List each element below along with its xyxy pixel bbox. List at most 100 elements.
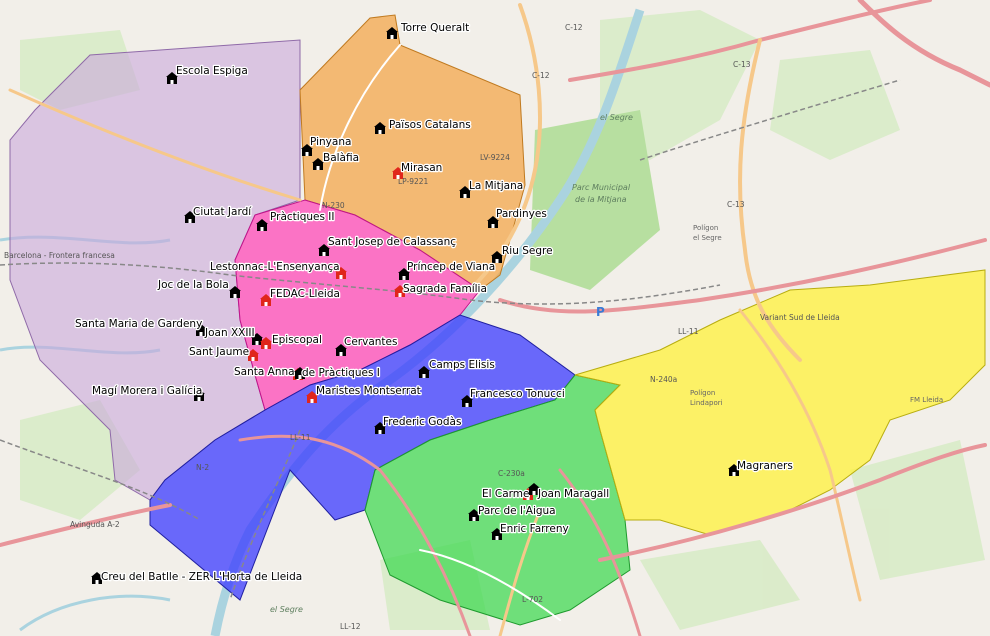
- school-icon[interactable]: [386, 27, 398, 39]
- school-icon[interactable]: [91, 572, 103, 584]
- road-label-n230: N-230: [322, 201, 345, 210]
- school-label-pardinyes[interactable]: Pardinyes: [495, 207, 548, 222]
- road-label-l702: L-702: [522, 595, 543, 604]
- school-icon[interactable]: [528, 483, 540, 495]
- school-label-sagrada-familia[interactable]: Sagrada Família: [402, 282, 488, 297]
- area-label-parc-1: Parc Municipal: [572, 183, 631, 192]
- school-label-torre-queralt[interactable]: Torre Queralt: [399, 21, 471, 36]
- school-label-ciutat-jardi[interactable]: Ciutat Jardí: [192, 205, 254, 220]
- school-label-magraners[interactable]: Magraners: [736, 459, 794, 474]
- school-label-creu-del-batlle[interactable]: Creu del Batlle - ZER L'Horta de Lleida: [100, 570, 304, 585]
- school-icon[interactable]: [728, 464, 740, 476]
- road-label-c12-b: C-12: [565, 23, 583, 32]
- area-label-poligon-2: el Segre: [693, 234, 722, 242]
- school-icon[interactable]: [487, 216, 499, 228]
- school-icon[interactable]: [335, 267, 347, 279]
- school-icon[interactable]: [491, 528, 503, 540]
- school-label-joan-xxiii[interactable]: Joan XXIII: [203, 326, 256, 341]
- school-label-riu-segre[interactable]: Riu Segre: [501, 244, 554, 259]
- school-label-frederic-godas[interactable]: Frederic Godàs: [382, 415, 463, 430]
- school-icon[interactable]: [312, 158, 324, 170]
- road-label-lp9221: LP-9221: [398, 177, 429, 186]
- school-label-joan-maragall[interactable]: Joan Maragall: [536, 487, 611, 502]
- school-icon[interactable]: [394, 285, 406, 297]
- school-label-maristes-montserrat[interactable]: Maristes Montserrat: [315, 384, 422, 399]
- school-label-magi-morera[interactable]: Magí Morera i Galícia: [91, 384, 204, 399]
- school-label-santa-maria-gardeny[interactable]: Santa Maria de Gardeny: [74, 317, 204, 332]
- zone-east[interactable]: [574, 269, 986, 536]
- school-icon[interactable]: [195, 324, 207, 336]
- road-label-c230a: C-230a: [498, 469, 525, 478]
- park-areas: [530, 110, 660, 290]
- school-zones: [9, 14, 986, 626]
- road-label-variant: Variant Sud de Lleida: [760, 313, 840, 322]
- road-label-ll11-a: LL-11: [678, 327, 699, 336]
- school-label-mirasan[interactable]: Mirasan: [400, 161, 444, 176]
- school-icon[interactable]: [184, 211, 196, 223]
- road-label-c12-a: C-12: [532, 71, 550, 80]
- school-label-escola-espiga[interactable]: Escola Espiga: [175, 64, 249, 79]
- school-icon[interactable]: [193, 389, 205, 401]
- road-label-n240a: N-240a: [650, 375, 677, 384]
- school-label-parc-de-laigua[interactable]: Parc de l'Aigua: [477, 504, 557, 519]
- road-label-c13b: C-13: [727, 200, 745, 209]
- road-label-lv9224: LV-9224: [480, 153, 510, 162]
- school-label-lestonnac[interactable]: Lestonnac-L'Ensenyança: [209, 260, 341, 275]
- school-label-santa-anna[interactable]: Santa Anna: [233, 365, 296, 380]
- school-icon[interactable]: [166, 72, 178, 84]
- school-label-sant-jaume[interactable]: Sant Jaume: [188, 345, 251, 360]
- area-label-lindapori-1: Polígon: [690, 389, 715, 397]
- school-label-cervantes[interactable]: Cervantes: [343, 335, 399, 350]
- school-icon[interactable]: [335, 344, 347, 356]
- school-label-episcopal[interactable]: Episcopal: [271, 333, 324, 348]
- road-label-n2: N-2: [196, 463, 209, 472]
- school-label-francesco-tonucci[interactable]: Francesco Tonucci: [469, 387, 566, 402]
- school-label-princep-viana[interactable]: Príncep de Viana: [406, 260, 497, 275]
- road-label-barcelona-frontera: Barcelona - Frontera francesa: [4, 251, 115, 260]
- school-icon[interactable]: [256, 219, 268, 231]
- railways: [0, 79, 901, 601]
- road-label-c13: C-13: [733, 60, 751, 69]
- school-icon[interactable]: [301, 144, 313, 156]
- area-label-lindapori-2: Lindapori: [690, 399, 723, 407]
- school-icon[interactable]: [459, 186, 471, 198]
- school-label-practiques-ii[interactable]: Pràctiques II: [269, 210, 336, 225]
- school-icon[interactable]: [247, 349, 259, 361]
- area-labels: Parc Municipal de la Mitjana Polígon el …: [270, 113, 943, 614]
- school-icon[interactable]: [374, 422, 386, 434]
- school-icon[interactable]: [392, 167, 404, 179]
- area-label-fm-lleida: FM Lleida: [910, 396, 943, 404]
- school-label-joc-de-la-bola[interactable]: Joc de la Bola: [156, 278, 230, 293]
- school-icon[interactable]: [318, 244, 330, 256]
- area-label-poligon-1: Polígon: [693, 224, 718, 232]
- school-icon[interactable]: [461, 395, 473, 407]
- school-label-camps-elisis[interactable]: Camps Elisis: [428, 358, 496, 373]
- school-icon[interactable]: [306, 391, 318, 403]
- school-icon[interactable]: [491, 251, 503, 263]
- school-label-pinyana[interactable]: Pinyana: [309, 135, 353, 150]
- school-icon[interactable]: [229, 286, 241, 298]
- school-label-balafia[interactable]: Balàfia: [322, 151, 361, 166]
- school-label-el-carme[interactable]: El Carme: [481, 487, 531, 502]
- school-label-de-practiques-i[interactable]: de Pràctiques I: [301, 366, 381, 381]
- school-label-la-mitjana[interactable]: La Mitjana: [468, 179, 525, 194]
- school-label-fedac-lleida[interactable]: FEDAC-Lleida: [269, 287, 342, 302]
- road-labels: C-12 C-12 C-13 LV-9224 LP-9221 N-230 C-1…: [4, 23, 840, 631]
- road-label-av-a2: Avinguda A-2: [70, 520, 120, 529]
- school-label-enric-farreny[interactable]: Enric Farreny: [499, 522, 570, 537]
- school-icon[interactable]: [294, 367, 306, 379]
- school-icon[interactable]: [374, 122, 386, 134]
- school-icon[interactable]: [260, 294, 272, 306]
- school-icon[interactable]: [398, 268, 410, 280]
- school-icon[interactable]: [468, 509, 480, 521]
- road-label-ll12: LL-12: [340, 622, 361, 631]
- area-label-parc-2: de la Mitjana: [575, 195, 627, 204]
- school-icon[interactable]: [251, 333, 263, 345]
- school-icon[interactable]: [260, 337, 272, 349]
- school-icon[interactable]: [418, 366, 430, 378]
- school-label-paisos-catalans[interactable]: Països Catalans: [388, 118, 472, 133]
- school-label-sant-josep-calassanc[interactable]: Sant Josep de Calassanç: [327, 235, 458, 250]
